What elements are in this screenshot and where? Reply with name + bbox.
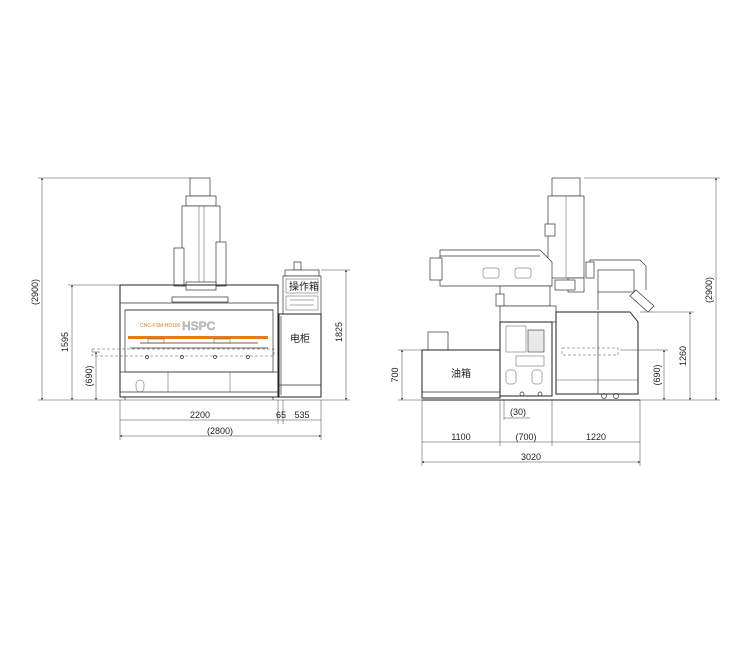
front-dimensions: (2900) 1595 (690) 1825 2200 65 535	[30, 177, 350, 440]
dim-side-table-height: (690)	[652, 364, 662, 385]
brand-logo: HSPC	[182, 319, 216, 333]
front-view: CNC-FSM-HD100 HSPC	[30, 177, 350, 440]
side-machine-body	[499, 305, 557, 397]
side-column	[544, 177, 585, 293]
dim-tank-height: 700	[390, 367, 400, 382]
model-label: CNC-FSM-HD100	[140, 323, 181, 329]
dim-front-overall-width: (2800)	[207, 426, 233, 436]
dim-side-overall-height: (2900)	[704, 277, 714, 303]
oil-tank: 油箱	[421, 331, 501, 399]
dim-side-gap: (30)	[510, 407, 526, 417]
dim-front-gap-width: 65	[276, 410, 286, 420]
dim-front-body-height: 1595	[60, 332, 70, 352]
front-column	[173, 177, 227, 291]
side-dimensions: 700 (2900) 1260 (690) (30) 110	[390, 177, 720, 466]
side-view: 油箱 700 (2900) 1260 (690)	[390, 177, 720, 466]
dim-tank-width: 1100	[451, 432, 470, 442]
dim-front-overall-height: (2900)	[30, 279, 40, 305]
accent-band	[128, 336, 268, 339]
electric-cabinet-label: 电柜	[290, 332, 310, 345]
electric-cabinet: 操作箱 电柜	[278, 261, 322, 398]
dim-side-overall-width: 3020	[521, 452, 541, 462]
dim-mid-width: (700)	[515, 432, 536, 442]
dim-cabinet-width: 535	[294, 410, 309, 420]
dim-front-table-height: (690)	[84, 365, 94, 386]
front-machine-body: CNC-FSM-HD100 HSPC	[91, 284, 279, 400]
dim-cabinet-height: 1825	[334, 322, 344, 342]
oil-tank-label: 油箱	[451, 367, 471, 380]
dim-rear-width: 1220	[586, 432, 606, 442]
control-box-label: 操作箱	[289, 280, 319, 293]
side-rear-body	[555, 311, 639, 399]
dim-column-height: 1260	[678, 346, 688, 366]
dim-front-body-width: 2200	[190, 410, 210, 420]
side-rear-attachment	[585, 259, 655, 313]
side-head	[429, 249, 576, 307]
